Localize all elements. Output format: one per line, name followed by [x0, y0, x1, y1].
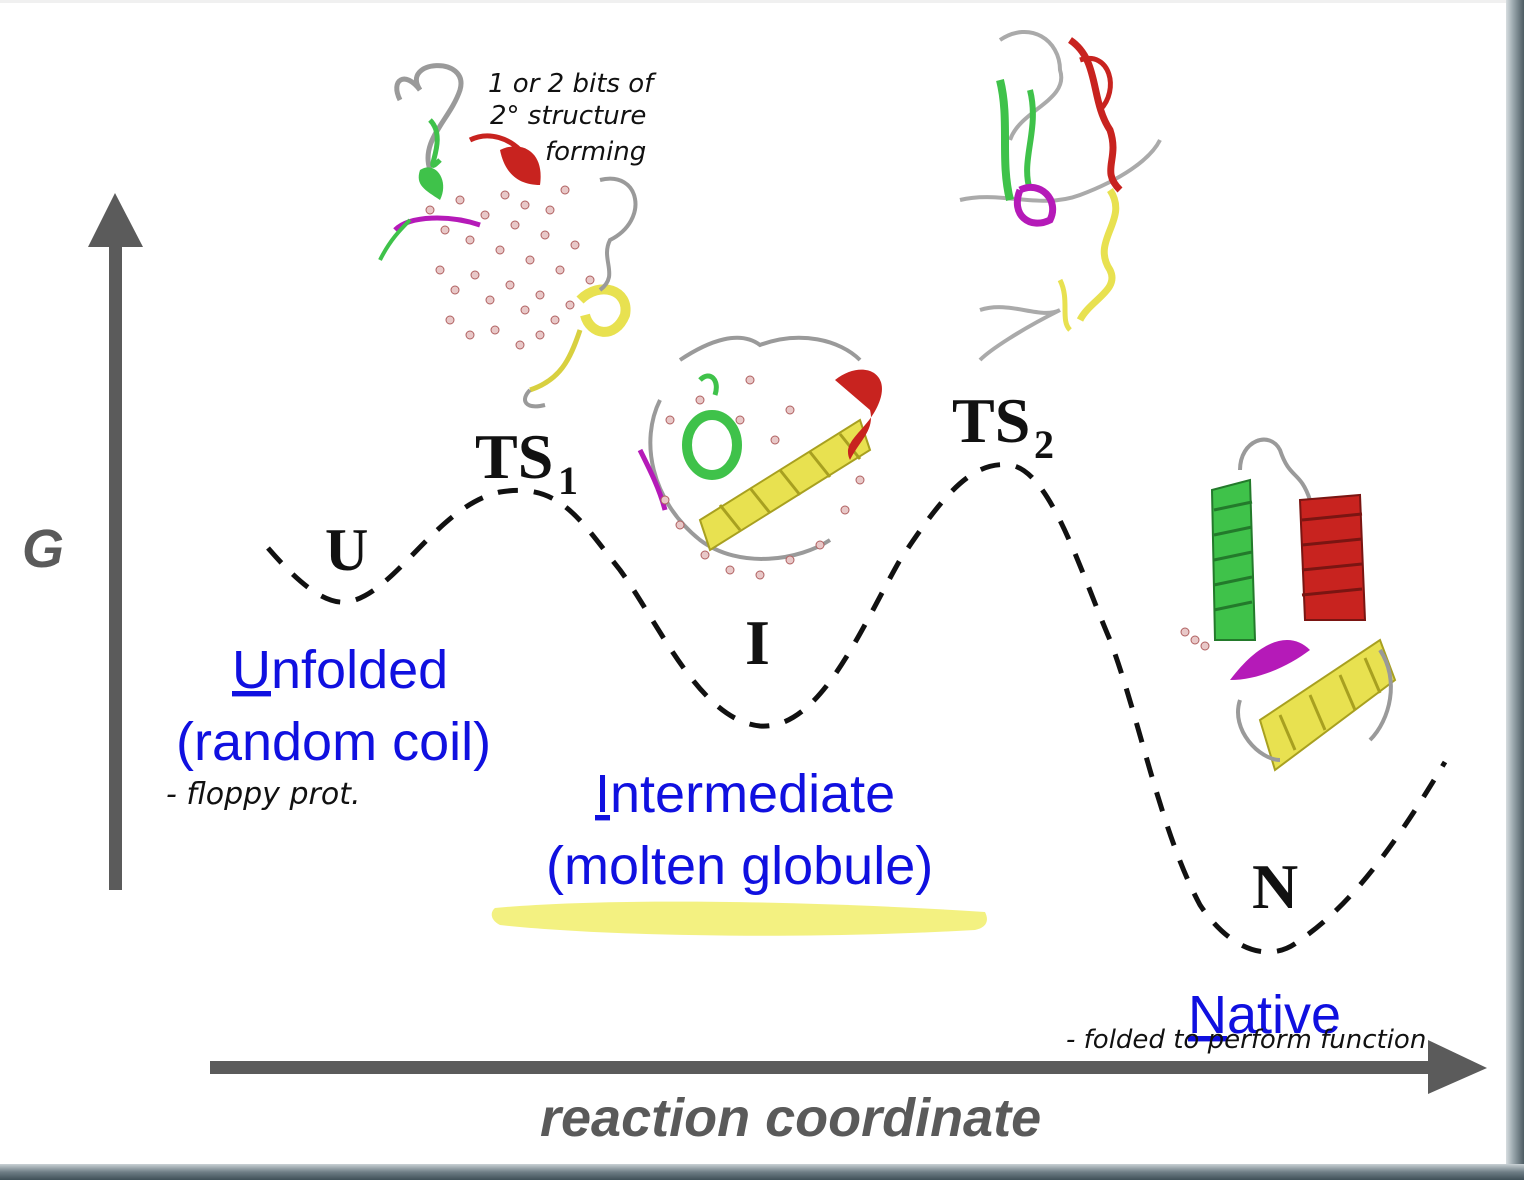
native-note: - folded to perform function [1066, 1025, 1426, 1055]
window-top-edge [0, 0, 1506, 3]
state-label-n: N [1252, 851, 1298, 922]
energy-curve [266, 462, 1448, 955]
intermediate-label-rest: ntermediate [610, 764, 895, 824]
unfolded-label-rest: nfolded [271, 640, 448, 700]
state-label-ts1: TS [475, 421, 553, 492]
ts1-note-line2: 2° structure [490, 101, 646, 131]
y-axis-line [109, 240, 122, 890]
ts2-protein-structure [959, 29, 1162, 362]
intermediate-label-initial: I [595, 764, 610, 824]
ts1-protein-structure [378, 63, 638, 409]
native-label-initial: N [1188, 985, 1227, 1045]
y-axis-arrowhead [88, 193, 143, 247]
x-axis-line [210, 1061, 1435, 1074]
state-label-u: U [325, 517, 368, 583]
intermediate-description: (molten globule) [546, 836, 933, 896]
x-axis-label: reaction coordinate [540, 1088, 1041, 1148]
window-bottom-border [0, 1164, 1524, 1180]
intermediate-protein-structure [637, 335, 882, 580]
native-label: Native [1188, 985, 1341, 1045]
unfolded-note: - floppy prot. [166, 777, 361, 812]
state-label-ts2: TS [952, 385, 1030, 456]
ts1-note-line1: 1 or 2 bits of [488, 69, 657, 99]
y-axis-label: G [22, 519, 64, 579]
unfolded-description: (random coil) [176, 712, 491, 772]
intermediate-yellow-helix [698, 418, 872, 552]
y-axis [88, 193, 143, 890]
ts1-note-line3: forming [545, 137, 646, 167]
unfolded-label-initial: U [232, 640, 271, 700]
energy-landscape-diagram: G reaction coordinate U TS 1 I TS 2 N Un… [22, 29, 1487, 1148]
native-protein-structure [1180, 437, 1397, 772]
highlighter-mark [491, 901, 987, 936]
x-axis [210, 1040, 1487, 1094]
native-label-rest: ative [1227, 985, 1341, 1045]
native-green-helix [1210, 478, 1257, 641]
state-label-i: I [745, 607, 770, 678]
x-axis-arrowhead [1428, 1040, 1487, 1094]
state-subscript-ts2: 2 [1034, 422, 1054, 467]
window-right-border [1506, 0, 1524, 1180]
state-subscript-ts1: 1 [558, 458, 578, 503]
native-yellow-helix [1258, 638, 1397, 772]
unfolded-label: Unfolded [232, 640, 448, 700]
native-red-helix [1298, 493, 1367, 621]
intermediate-label: Intermediate [595, 764, 895, 824]
